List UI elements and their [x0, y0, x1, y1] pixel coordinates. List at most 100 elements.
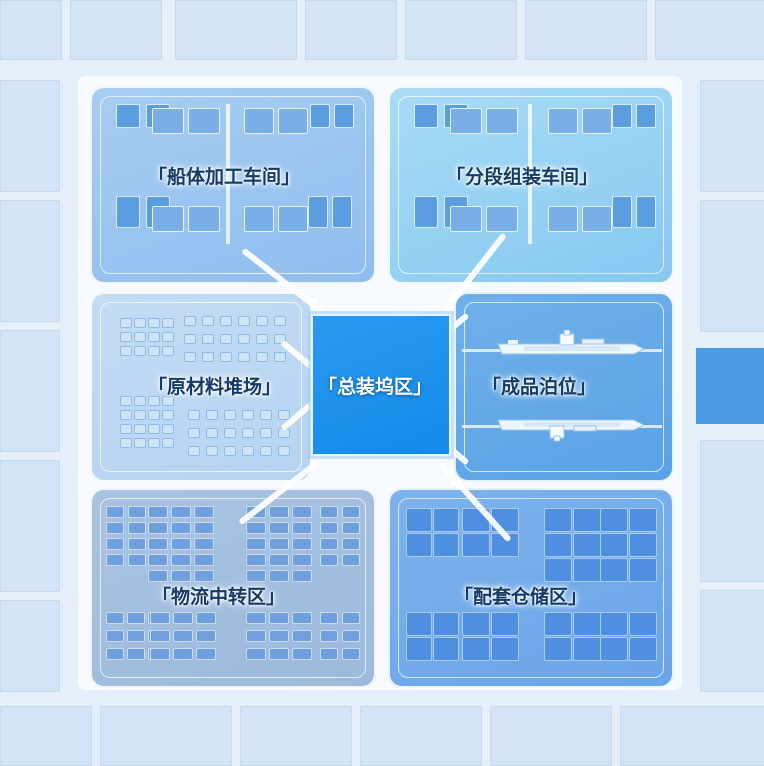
building [148, 522, 168, 534]
building [256, 316, 268, 326]
building [292, 554, 312, 566]
building [206, 446, 218, 456]
building [184, 334, 196, 344]
building [246, 630, 266, 642]
zone-finished-berth[interactable] [454, 292, 674, 482]
building [127, 630, 145, 642]
building [194, 570, 214, 582]
building [573, 637, 601, 661]
building [573, 508, 601, 532]
building [194, 506, 214, 518]
rail [226, 104, 230, 244]
building [414, 196, 438, 228]
building [462, 612, 490, 636]
building [171, 522, 191, 534]
building [491, 637, 519, 661]
building [148, 410, 160, 420]
city-block [0, 330, 60, 452]
building [246, 570, 266, 582]
building [134, 424, 146, 434]
city-block [700, 440, 764, 582]
city-block [0, 80, 60, 192]
building [194, 554, 214, 566]
building [308, 196, 328, 228]
city-block [240, 706, 352, 766]
building [134, 410, 146, 420]
building [256, 352, 268, 362]
building [462, 637, 490, 661]
building [206, 410, 218, 420]
building [450, 206, 482, 232]
city-block [0, 0, 62, 60]
building [120, 318, 132, 328]
building [320, 648, 338, 660]
ship-bottom [497, 419, 644, 442]
building [292, 630, 312, 642]
building [544, 533, 572, 557]
building [406, 637, 432, 661]
building [292, 612, 312, 624]
building [342, 522, 360, 534]
building [342, 630, 360, 642]
building [292, 522, 312, 534]
building [106, 630, 124, 642]
label-block-assembly: 「分段组装车间」 [446, 166, 599, 188]
building [238, 316, 250, 326]
city-block [490, 706, 612, 766]
building [600, 558, 628, 582]
building [120, 438, 132, 448]
building [148, 554, 168, 566]
building [202, 316, 214, 326]
building [629, 637, 657, 661]
building [450, 108, 482, 134]
building [292, 570, 312, 582]
building [629, 558, 657, 582]
building [148, 506, 168, 518]
city-block [100, 706, 232, 766]
building [238, 334, 250, 344]
building [244, 108, 274, 134]
building [612, 196, 632, 228]
building [274, 334, 286, 344]
building [128, 538, 146, 550]
building [486, 206, 518, 232]
city-block [305, 0, 397, 60]
building [320, 554, 338, 566]
building [433, 612, 459, 636]
building [148, 424, 160, 434]
building [342, 538, 360, 550]
building [120, 346, 132, 356]
building [134, 346, 146, 356]
building [148, 318, 160, 328]
building [342, 554, 360, 566]
building [269, 538, 289, 550]
building [320, 630, 338, 642]
building [334, 104, 354, 128]
city-block [0, 200, 60, 322]
building [486, 108, 518, 134]
building [148, 438, 160, 448]
building [582, 206, 612, 232]
city-block [0, 460, 60, 592]
building [106, 522, 124, 534]
building [612, 104, 632, 128]
building [406, 533, 432, 557]
building [106, 538, 124, 550]
building [196, 612, 216, 624]
building [269, 648, 289, 660]
water-channel [696, 348, 764, 424]
building [127, 612, 145, 624]
building [188, 410, 200, 420]
building [238, 352, 250, 362]
building [188, 108, 220, 134]
building [544, 612, 572, 636]
final-assembly-dock[interactable] [311, 314, 451, 456]
city-block [70, 0, 162, 60]
building [152, 108, 184, 134]
building [194, 538, 214, 550]
building [162, 318, 174, 328]
building [242, 428, 254, 438]
building [106, 554, 124, 566]
label-finished-berth: 「成品泊位」 [482, 376, 597, 398]
building [406, 508, 432, 532]
